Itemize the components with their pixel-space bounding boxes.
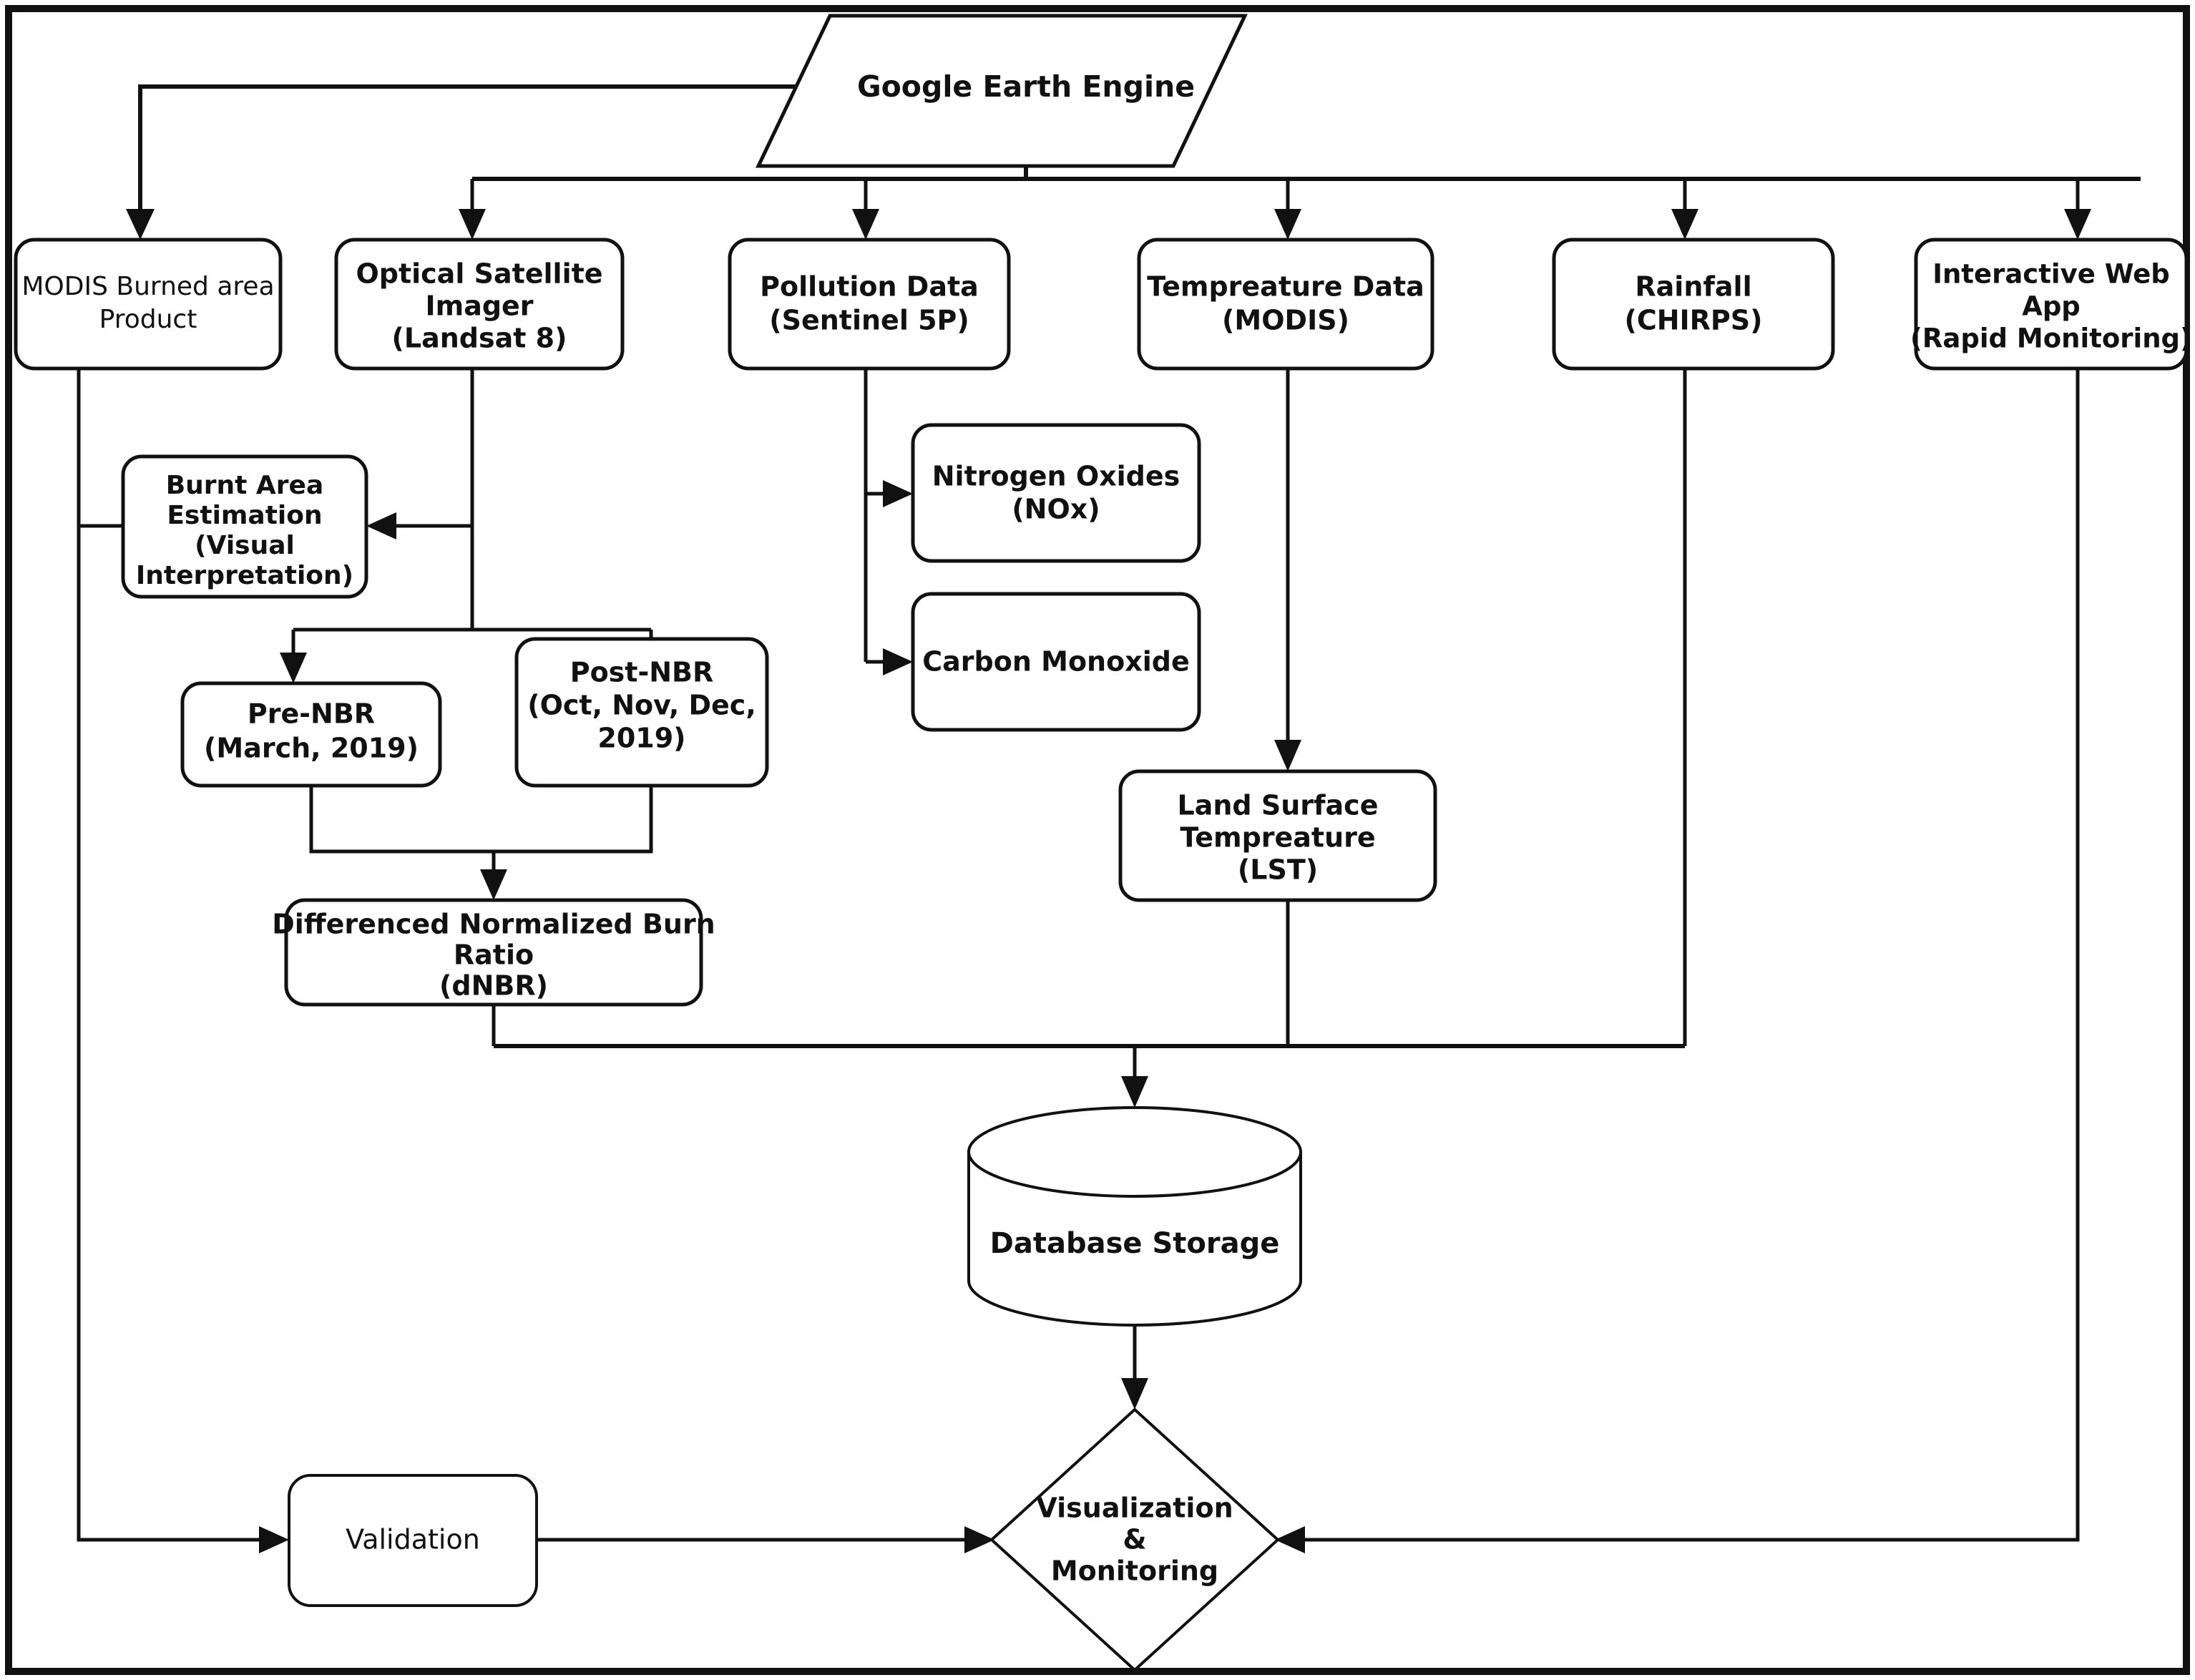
node-label-lst-3: (LST) [1238,854,1318,886]
node-nitrogen-oxides[interactable]: Nitrogen Oxides (NOx) [911,423,1201,563]
node-label-rainfall-1: Rainfall [1635,271,1751,303]
node-label-webapp-2: App [2022,291,2081,322]
node-interactive-web-app[interactable]: Interactive Web App (Rapid Monitoring) [1910,238,2192,371]
node-label-validation: Validation [346,1524,480,1556]
node-post-nbr[interactable]: Post-NBR (Oct, Nov, Dec, 2019) [514,637,769,788]
node-label-gee: Google Earth Engine [857,69,1195,104]
node-validation[interactable]: Validation [288,1474,538,1607]
node-label-dnbr-3: (dNBR) [439,970,548,1002]
node-label-postnbr-2: (Oct, Nov, Dec, [527,690,756,721]
node-label-dnbr-2: Ratio [454,939,534,971]
node-label-prenbr-1: Pre-NBR [248,698,375,730]
node-database-storage[interactable]: Database Storage [967,1106,1302,1327]
node-label-modis-1: MODIS Burned area [21,272,274,301]
node-rainfall[interactable]: Rainfall (CHIRPS) [1552,238,1835,371]
node-label-temperature-1: Tempreature Data [1147,271,1424,303]
node-label-database: Database Storage [990,1227,1280,1260]
node-pollution-data[interactable]: Pollution Data (Sentinel 5P) [728,238,1011,371]
node-label-co-1: Carbon Monoxide [922,646,1189,678]
node-temperature-data[interactable]: Tempreature Data (MODIS) [1137,238,1434,371]
diagram-border [5,5,2190,1675]
node-google-earth-engine[interactable]: Google Earth Engine [756,14,1248,168]
node-dnbr[interactable]: Differenced Normalized Burn Ratio (dNBR) [272,898,715,1007]
node-visualization-monitoring[interactable]: Visualization & Monitoring [989,1407,1280,1672]
node-label-pollution-2: (Sentinel 5P) [769,305,969,336]
node-label-nox-1: Nitrogen Oxides [932,461,1180,492]
node-label-temperature-2: (MODIS) [1222,305,1349,336]
node-label-lst-2: Tempreature [1180,822,1375,854]
node-carbon-monoxide[interactable]: Carbon Monoxide [911,592,1201,732]
node-label-viz-3: Monitoring [1051,1556,1218,1587]
node-label-pollution-1: Pollution Data [760,271,979,303]
node-label-webapp-1: Interactive Web [1932,259,2170,290]
node-label-burnt-4: Interpretation) [136,561,353,590]
node-label-viz-2: & [1123,1524,1146,1556]
node-label-burnt-1: Burnt Area [166,471,324,500]
node-label-optical-3: (Landsat 8) [392,323,567,354]
node-burnt-area-estimation[interactable]: Burnt Area Estimation (Visual Interpreta… [121,454,368,599]
node-label-burnt-3: (Visual [195,531,295,560]
node-label-webapp-3: (Rapid Monitoring) [1910,323,2192,354]
node-label-viz-1: Visualization [1036,1493,1233,1524]
node-label-dnbr-1: Differenced Normalized Burn [272,909,715,940]
node-modis-burned-area-product[interactable]: MODIS Burned area Product [14,238,283,371]
node-label-burnt-2: Estimation [167,501,322,530]
node-land-surface-temperature[interactable]: Land Surface Tempreature (LST) [1118,769,1437,902]
node-label-lst-1: Land Surface [1178,790,1379,821]
node-label-postnbr-1: Post-NBR [570,657,714,688]
node-label-postnbr-3: 2019) [597,723,685,754]
node-label-nox-2: (NOx) [1012,494,1100,525]
node-label-prenbr-2: (March, 2019) [204,733,419,764]
node-label-optical-2: Imager [425,290,533,322]
node-label-rainfall-2: (CHIRPS) [1624,305,1762,336]
node-label-modis-2: Product [99,305,197,334]
node-optical-satellite-imager[interactable]: Optical Satellite Imager (Landsat 8) [334,238,625,371]
connector-layer [77,84,2141,1553]
node-label-optical-1: Optical Satellite [356,258,602,290]
node-pre-nbr[interactable]: Pre-NBR (March, 2019) [180,681,442,788]
